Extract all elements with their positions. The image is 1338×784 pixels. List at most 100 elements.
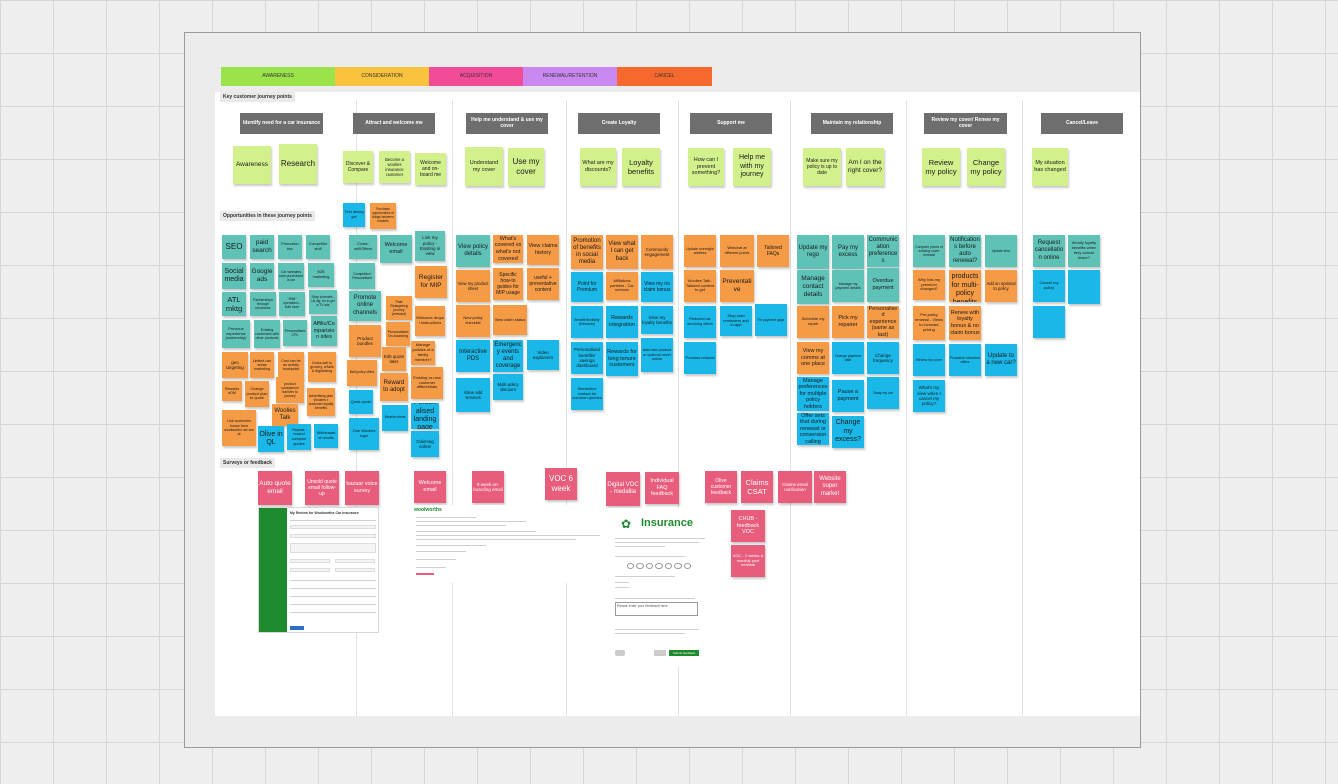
sticky-note[interactable] bbox=[1033, 306, 1065, 338]
sticky-note[interactable]: Tailored FAQs bbox=[757, 235, 789, 267]
sticky-note[interactable]: Stop-start reminders and in-app bbox=[720, 306, 752, 336]
feedback-textarea[interactable]: Please enter your feedback here bbox=[615, 602, 698, 616]
sticky-note[interactable]: Manage preferences for multiple policy h… bbox=[797, 377, 829, 411]
sticky-note[interactable]: Fix payment gaps bbox=[755, 304, 787, 336]
sticky-note[interactable]: Communication preferences bbox=[867, 235, 899, 267]
back-button[interactable] bbox=[654, 650, 666, 656]
sticky-note[interactable]: Pick my repairer bbox=[832, 306, 864, 338]
sticky-note[interactable]: Specific how-to guides for MIP usage bbox=[493, 268, 523, 300]
sticky-note[interactable]: Rewards integration bbox=[606, 306, 638, 338]
sticky-note[interactable]: Personalised experience (same as last) bbox=[867, 306, 899, 338]
sticky-note[interactable]: geo targeting bbox=[222, 352, 248, 378]
sticky-note[interactable]: Advertising plan Woolies x customer loya… bbox=[307, 388, 335, 416]
sticky-note[interactable]: Notifications before auto renewal? bbox=[949, 235, 981, 267]
sticky-note[interactable]: View policy details bbox=[456, 235, 490, 267]
sticky-note[interactable]: Promotion bbc bbox=[278, 235, 302, 259]
submit-feedback-button[interactable]: Submit feedback bbox=[669, 650, 699, 656]
sticky-note[interactable]: Awareness bbox=[233, 146, 271, 184]
sticky-note[interactable]: ATL mktg bbox=[222, 292, 246, 316]
sticky-note[interactable]: SEO bbox=[222, 235, 246, 259]
sticky-note[interactable]: View what I can get back bbox=[606, 235, 638, 269]
sticky-note[interactable]: Process refunds bbox=[684, 342, 716, 374]
sticky-note[interactable]: Schedule my repair bbox=[797, 306, 829, 338]
sticky-note[interactable]: Welcome email bbox=[414, 471, 446, 503]
sticky-note[interactable]: VOC 6 week bbox=[545, 468, 577, 500]
sticky-note[interactable]: Use my cover bbox=[508, 148, 544, 186]
sticky-note[interactable]: product comparison transfer to journey bbox=[276, 377, 304, 403]
sticky-note[interactable]: 8 week on-boarding email bbox=[472, 471, 504, 503]
sticky-note[interactable]: View my no claim bonus bbox=[641, 272, 673, 302]
submit-button[interactable] bbox=[290, 626, 304, 630]
sticky-note[interactable]: Review my policy bbox=[922, 148, 960, 186]
sticky-note[interactable]: What's my view when I cancel my policy? bbox=[913, 380, 945, 412]
sticky-note[interactable]: VOC - 2 weeks & monthly post renewal bbox=[731, 545, 765, 577]
sticky-note[interactable]: Interactive PDS bbox=[456, 340, 490, 372]
sticky-note[interactable]: Promotion of benefits in social media bbox=[571, 235, 603, 269]
sticky-note[interactable]: Request cancellation online bbox=[1033, 235, 1065, 267]
sticky-note[interactable]: Review my cover bbox=[913, 344, 945, 376]
sticky-note[interactable]: Website super market bbox=[814, 471, 846, 503]
sticky-note[interactable]: Am I on the right cover? bbox=[846, 148, 884, 186]
sticky-note[interactable]: Link customers house from woolworths we … bbox=[222, 410, 256, 446]
sticky-note[interactable]: Individual FAQ feedback bbox=[645, 472, 679, 504]
sticky-note[interactable]: Shop channels - Uk dig, for to get a TV … bbox=[309, 290, 337, 314]
sticky-note[interactable]: Overdue payment bbox=[867, 268, 899, 302]
sticky-note[interactable]: Understand my cover bbox=[465, 147, 503, 186]
sticky-note[interactable]: New policy checklist bbox=[456, 305, 490, 337]
sticky-note[interactable]: Why has my premium changed? bbox=[913, 270, 945, 300]
sticky-note[interactable]: Multi policy offers bbox=[347, 360, 377, 386]
sticky-note[interactable]: Welcome email bbox=[380, 235, 412, 263]
sticky-note[interactable]: Claims email notification bbox=[778, 471, 812, 503]
sticky-note[interactable]: Pay my excess bbox=[832, 235, 864, 269]
sticky-note[interactable]: Manage my payment details bbox=[832, 270, 864, 302]
sticky-note[interactable]: Woolies Talk bbox=[272, 404, 298, 426]
sticky-note[interactable]: What's covered vs what's not covered bbox=[493, 235, 523, 263]
sticky-note[interactable]: View my loyalty benefits bbox=[641, 306, 673, 334]
sticky-note[interactable]: View my product sheet bbox=[456, 270, 490, 302]
sticky-note[interactable]: useful + preventative content bbox=[527, 268, 559, 300]
sticky-note[interactable]: Reward to adopt bbox=[380, 373, 408, 401]
sticky-note[interactable]: Renew with loyalty bonus & no claim bonu… bbox=[949, 306, 981, 340]
sticky-note[interactable]: One Woolies login bbox=[349, 418, 379, 450]
sticky-note[interactable]: Video explainers bbox=[527, 340, 559, 370]
sticky-note[interactable]: Digital VOC - medallia bbox=[606, 472, 640, 506]
rating-scale[interactable] bbox=[627, 563, 691, 569]
sticky-note[interactable]: Partnerships through insurance bbox=[250, 292, 276, 316]
sticky-note[interactable]: Emergency events and coverage bbox=[493, 340, 523, 372]
sticky-note[interactable]: Existing customers with other products bbox=[254, 320, 280, 348]
sticky-note[interactable]: Offer sets that during renewal or conver… bbox=[797, 413, 829, 445]
sticky-note[interactable]: View claims history bbox=[527, 235, 559, 265]
sticky-note[interactable]: Add an optional to policy bbox=[985, 270, 1017, 302]
sticky-note[interactable]: Affilic/Co mparisio n sites bbox=[311, 316, 337, 346]
sticky-note[interactable]: Claims CSAT bbox=[741, 471, 773, 503]
sticky-note[interactable]: Manage contact details bbox=[797, 270, 829, 304]
sticky-note[interactable]: Promote online channels bbox=[349, 291, 381, 321]
sticky-note[interactable]: Text dining yet bbox=[343, 203, 365, 227]
sticky-note[interactable]: Cancel my policy bbox=[1033, 270, 1065, 302]
sticky-note[interactable]: What are my discounts? bbox=[580, 148, 616, 186]
sticky-note[interactable]: Limited-use areas marketing bbox=[250, 352, 274, 378]
sticky-note[interactable]: Update my rego bbox=[797, 235, 829, 269]
sticky-note[interactable]: Cost can be an activity touchpoint bbox=[278, 352, 304, 378]
sticky-note[interactable]: Cross-sell to grocery, w'tails & digital… bbox=[308, 352, 336, 382]
sticky-note[interactable]: Weather alerts bbox=[382, 405, 408, 431]
sticky-note[interactable]: Woolies Talk - Tailored content to get bbox=[684, 270, 716, 302]
sticky-note[interactable] bbox=[1068, 270, 1100, 304]
sticky-note[interactable]: Olive in QL bbox=[258, 426, 284, 452]
sticky-note[interactable]: Withdrawal of results bbox=[314, 424, 338, 448]
sticky-note[interactable]: Manage policies of a family member? bbox=[411, 341, 435, 365]
sticky-note[interactable]: Affiliations partners - Car services bbox=[606, 272, 638, 300]
sticky-note[interactable]: Webchat at different points bbox=[720, 235, 754, 267]
sticky-note[interactable]: paid search bbox=[250, 235, 274, 259]
sticky-note[interactable]: Welcome and on-board me bbox=[415, 153, 446, 185]
sticky-note[interactable]: Research bbox=[279, 144, 317, 184]
sticky-note[interactable]: Welcome drops / instructions bbox=[415, 306, 445, 336]
sticky-note[interactable]: View my comms at one place bbox=[797, 342, 829, 374]
sticky-note[interactable]: Quick quote bbox=[349, 390, 373, 414]
sticky-note[interactable]: Personalised landing page bbox=[411, 403, 439, 429]
sticky-note[interactable]: Previous experience (ownership) bbox=[222, 320, 250, 348]
sticky-note[interactable]: Paid Retargeting journey (relevant) bbox=[386, 296, 412, 320]
sticky-note[interactable]: Register for MIP bbox=[415, 266, 447, 298]
sticky-note[interactable]: Streamline contact for common queries bbox=[571, 378, 603, 410]
sticky-note[interactable]: Loyalty benefits bbox=[622, 148, 660, 186]
